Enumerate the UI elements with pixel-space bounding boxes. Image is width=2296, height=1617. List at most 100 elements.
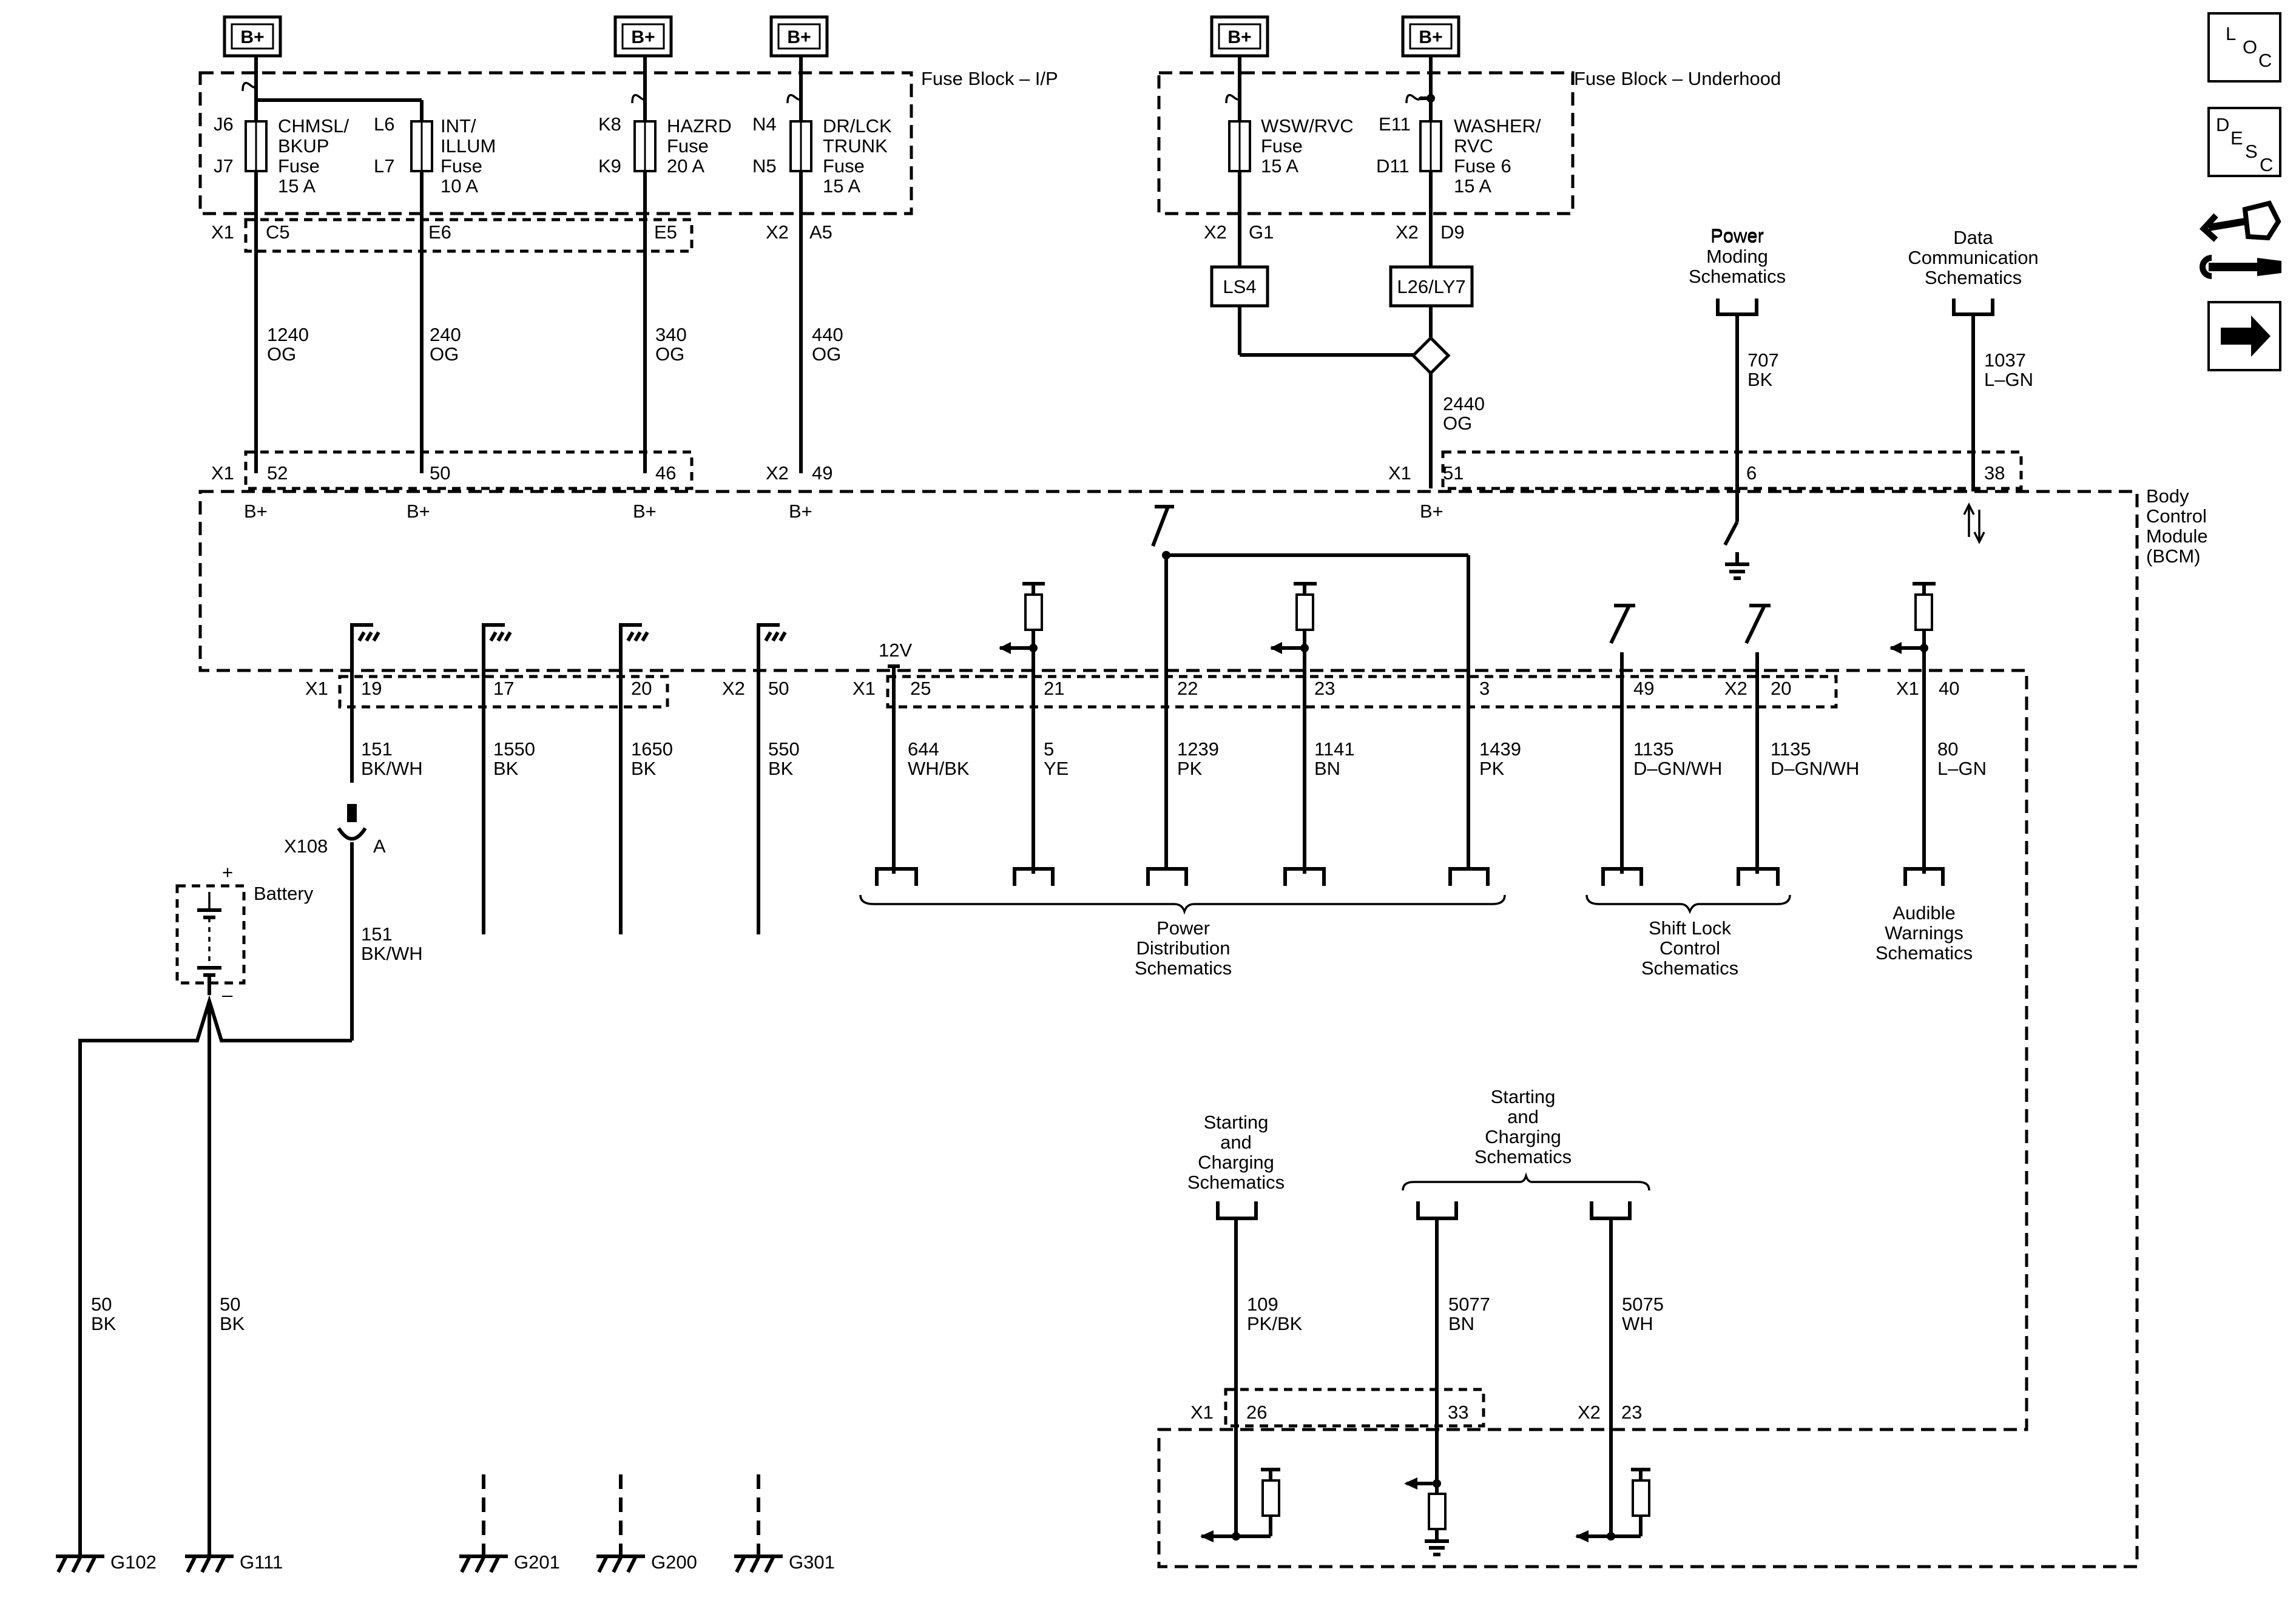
svg-text:49: 49 (1633, 678, 1654, 699)
svg-text:Shift Lock: Shift Lock (1649, 917, 1732, 939)
svg-text:C: C (2260, 154, 2273, 175)
bcm-lower-resistor-33 (1404, 1477, 1449, 1556)
svg-text:A5: A5 (809, 221, 832, 243)
loc-icon[interactable]: L O C (2207, 12, 2281, 83)
desc-icon[interactable]: D E S C (2207, 107, 2281, 177)
svg-text:5: 5 (1044, 738, 1054, 760)
connector-tools-icon[interactable] (2199, 200, 2281, 279)
svg-text:X2: X2 (1724, 678, 1747, 699)
svg-text:D: D (2216, 114, 2229, 135)
svg-text:17: 17 (493, 678, 514, 699)
power-moding-title-line2: Moding (1706, 246, 1768, 267)
bcm-resistor-pin21 (999, 582, 1045, 874)
svg-text:INT/: INT/ (441, 115, 476, 137)
svg-text:Control: Control (2146, 505, 2207, 527)
svg-text:C: C (2258, 50, 2272, 71)
svg-text:440: 440 (812, 324, 843, 345)
svg-text:L26/LY7: L26/LY7 (1397, 276, 1465, 297)
svg-text:20 A: 20 A (667, 155, 704, 177)
svg-text:X2: X2 (766, 462, 789, 484)
svg-text:B+: B+ (407, 501, 430, 522)
svg-text:15 A: 15 A (823, 175, 860, 197)
svg-text:–: – (222, 984, 233, 1005)
svg-text:G201: G201 (514, 1551, 560, 1573)
svg-text:X2: X2 (1578, 1402, 1601, 1423)
next-arrow-icon[interactable] (2207, 301, 2281, 371)
svg-text:B+: B+ (1419, 27, 1442, 47)
svg-text:Distribution: Distribution (1136, 937, 1230, 959)
svg-text:BK: BK (493, 758, 519, 779)
svg-text:X1: X1 (1896, 678, 1919, 699)
svg-text:40: 40 (1939, 678, 1959, 699)
svg-text:K8: K8 (598, 113, 621, 135)
svg-text:YE: YE (1044, 758, 1069, 779)
b-plus-source-2: B+ (613, 15, 673, 58)
svg-text:BN: BN (1314, 758, 1340, 779)
svg-text:20: 20 (631, 678, 652, 699)
svg-text:X2: X2 (1204, 221, 1227, 243)
svg-text:B+: B+ (633, 501, 657, 522)
svg-text:49: 49 (812, 462, 832, 484)
svg-text:240: 240 (430, 324, 461, 345)
svg-text:X1: X1 (305, 678, 328, 699)
svg-text:C5: C5 (266, 221, 290, 243)
fuse-block-ip-label: Fuse Block – I/P (921, 68, 1058, 89)
svg-text:6: 6 (1746, 462, 1757, 484)
svg-text:WH/BK: WH/BK (908, 758, 970, 779)
svg-text:23: 23 (1314, 678, 1335, 699)
bcm-switch-pin49 (1609, 604, 1635, 874)
svg-text:340: 340 (655, 324, 687, 345)
svg-text:23: 23 (1621, 1402, 1642, 1423)
svg-text:33: 33 (1448, 1402, 1468, 1423)
svg-text:OG: OG (1443, 413, 1472, 434)
power-moding-title-line1: Power (1710, 226, 1764, 247)
svg-text:1135: 1135 (1633, 738, 1674, 760)
svg-text:N5: N5 (752, 155, 777, 177)
svg-text:Warnings: Warnings (1885, 922, 1963, 944)
svg-text:BK: BK (1747, 369, 1773, 390)
b-plus-source-3: B+ (769, 15, 829, 58)
x108-connector (337, 804, 367, 1041)
svg-text:G200: G200 (651, 1551, 697, 1573)
svg-text:1439: 1439 (1479, 738, 1521, 760)
svg-text:X1: X1 (211, 462, 234, 484)
svg-text:BK/WH: BK/WH (361, 943, 423, 964)
svg-text:DR/LCK: DR/LCK (823, 115, 892, 137)
svg-text:D–GN/WH: D–GN/WH (1633, 758, 1722, 779)
svg-text:5077: 5077 (1448, 1294, 1490, 1315)
option-ls4: LS4 (1210, 265, 1269, 308)
svg-text:109: 109 (1247, 1294, 1278, 1315)
svg-text:Power: Power (1710, 224, 1764, 246)
svg-text:10 A: 10 A (441, 175, 478, 197)
svg-text:J7: J7 (214, 155, 234, 177)
svg-text:BK/WH: BK/WH (361, 758, 423, 779)
svg-text:26: 26 (1246, 1402, 1267, 1423)
svg-text:Control: Control (1660, 937, 1720, 959)
power-moding-title-line3: Schematics (1689, 266, 1786, 287)
svg-text:80: 80 (1937, 738, 1958, 760)
option-l26-ly7: L26/LY7 (1389, 265, 1474, 308)
svg-text:12V: 12V (879, 640, 912, 661)
svg-text:707: 707 (1747, 349, 1779, 371)
svg-text:550: 550 (768, 738, 800, 760)
svg-text:L7: L7 (374, 155, 394, 177)
bcm-switch-pin20 (1744, 604, 1771, 874)
power-moding-schematics-ref: Power (1710, 224, 1764, 246)
bcm-lower-resistor-26 (1200, 1468, 1280, 1542)
svg-text:1650: 1650 (631, 738, 673, 760)
svg-text:L–GN: L–GN (1937, 758, 1987, 779)
schematic-connector-feet (875, 867, 1945, 886)
fuse-int-illum: L6 L7 INT/ ILLUM Fuse 10 A (256, 98, 496, 473)
svg-text:ILLUM: ILLUM (441, 135, 496, 157)
svg-text:Battery: Battery (254, 883, 314, 904)
svg-text:Charging: Charging (1485, 1126, 1561, 1147)
svg-text:46: 46 (655, 462, 676, 484)
svg-text:15 A: 15 A (278, 175, 316, 197)
svg-text:1135: 1135 (1771, 738, 1811, 760)
svg-text:OG: OG (655, 343, 684, 365)
svg-text:E6: E6 (428, 221, 451, 243)
svg-text:BK: BK (91, 1313, 116, 1334)
svg-text:D9: D9 (1440, 221, 1465, 243)
svg-text:and: and (1220, 1132, 1252, 1153)
svg-text:B+: B+ (1420, 501, 1443, 522)
